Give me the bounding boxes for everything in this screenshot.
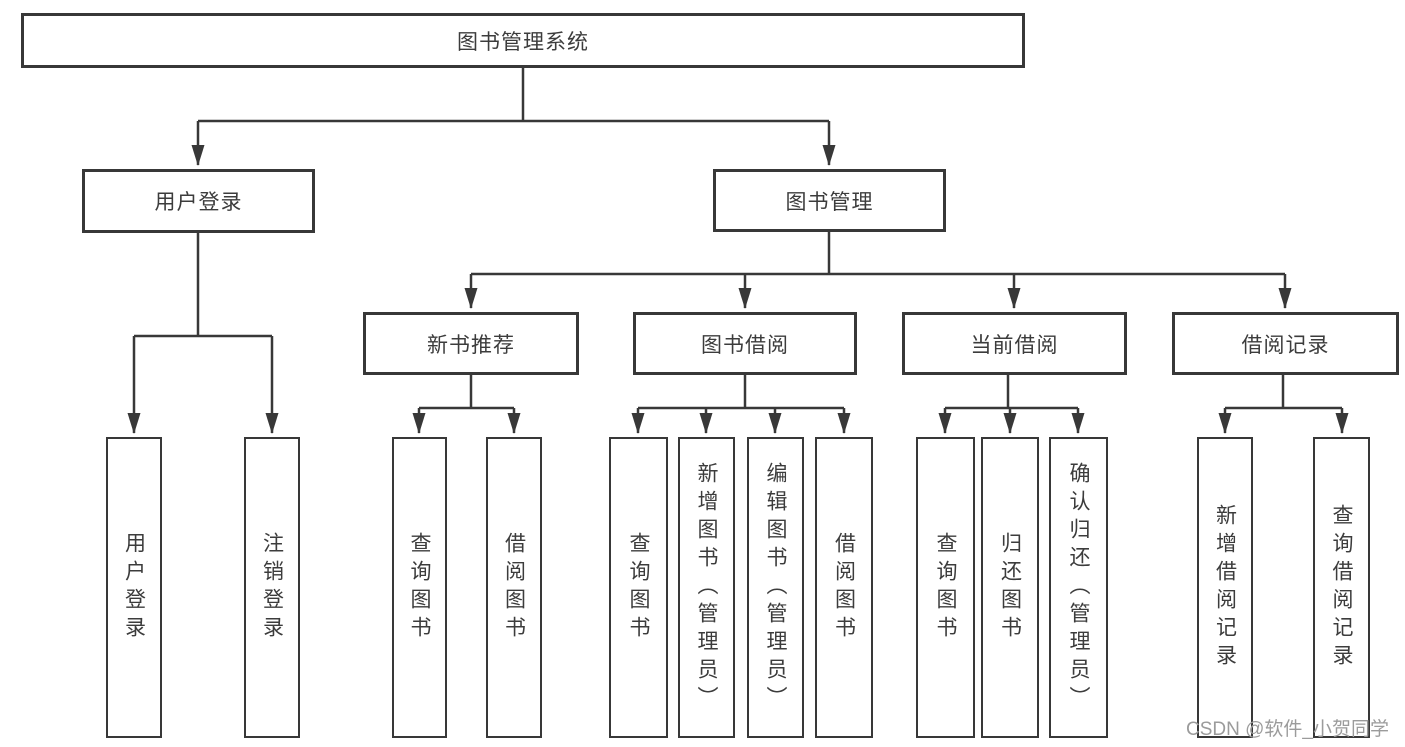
leaf-logout: 注销登录 bbox=[244, 437, 300, 738]
leaf-add-books-admin: 新增图书（管理员） bbox=[678, 437, 735, 738]
leaf-return-books: 归还图书 bbox=[981, 437, 1039, 738]
leaf-query-books-current: 查询图书 bbox=[916, 437, 975, 738]
node-current-borrowing: 当前借阅 bbox=[902, 312, 1127, 375]
node-book-borrowing: 图书借阅 bbox=[633, 312, 857, 375]
leaf-borrow-books: 借阅图书 bbox=[815, 437, 873, 738]
node-new-book-recommendation: 新书推荐 bbox=[363, 312, 579, 375]
leaf-borrow-books-recommend: 借阅图书 bbox=[486, 437, 542, 738]
node-book-management: 图书管理 bbox=[713, 169, 946, 232]
node-borrowing-records: 借阅记录 bbox=[1172, 312, 1399, 375]
leaf-query-books-borrowing: 查询图书 bbox=[609, 437, 668, 738]
leaf-query-borrow-record: 查询借阅记录 bbox=[1313, 437, 1370, 738]
node-user-login: 用户登录 bbox=[82, 169, 315, 233]
csdn-watermark: CSDN @软件_小贺同学 bbox=[1186, 719, 1389, 740]
leaf-query-books-recommend: 查询图书 bbox=[392, 437, 447, 738]
leaf-edit-books-admin: 编辑图书（管理员） bbox=[747, 437, 804, 738]
node-library-management-system: 图书管理系统 bbox=[21, 13, 1025, 68]
leaf-add-borrow-record: 新增借阅记录 bbox=[1197, 437, 1253, 738]
leaf-confirm-return-admin: 确认归还（管理员） bbox=[1049, 437, 1108, 738]
leaf-user-login: 用户登录 bbox=[106, 437, 162, 738]
